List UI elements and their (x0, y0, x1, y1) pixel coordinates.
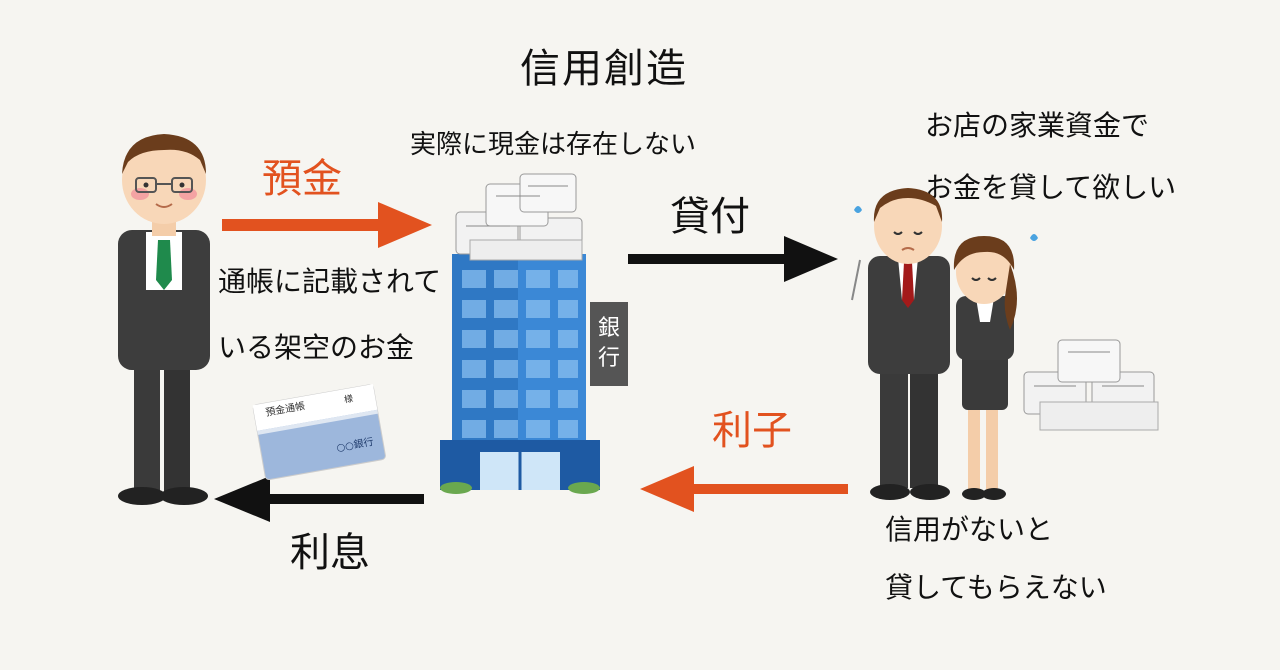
borrower-man-illustration (851, 188, 950, 500)
depositor-man-illustration (118, 134, 210, 505)
loan-arrow (628, 236, 838, 282)
interest-in-label: 利子 (712, 408, 792, 454)
interest-in-arrow (640, 466, 848, 512)
deposit-arrow (222, 202, 432, 248)
loan-label: 貸付 (670, 194, 750, 240)
right-bottom-note-line-1: 信用がないと (885, 513, 1054, 546)
top-note: 実際に現金は存在しない (410, 130, 697, 160)
interest-out-label: 利息 (290, 530, 370, 576)
deposit-label: 預金 (262, 156, 342, 202)
passbook-illustration (252, 384, 386, 481)
bank-sign-char-1: 銀 (597, 316, 620, 341)
bank-sign-char-2: 行 (597, 346, 620, 371)
left-note-line-1: 通帳に記載されて (218, 265, 442, 298)
right-top-note-line-2: お金を貸して欲しい (925, 171, 1177, 204)
money-stack-bank-illustration (455, 173, 583, 261)
bank-building-illustration (440, 254, 600, 494)
borrower-woman-illustration (953, 234, 1038, 500)
money-stack-right-illustration (1023, 339, 1159, 431)
left-note-line-2: いる架空のお金 (218, 331, 415, 364)
page-title: 信用創造 (520, 46, 688, 92)
interest-out-arrow (214, 476, 424, 522)
right-top-note-line-1: お店の家業資金で (925, 109, 1150, 142)
bank-sign: 銀 行 (590, 302, 628, 386)
right-bottom-note-line-2: 貸してもらえない (885, 571, 1107, 604)
